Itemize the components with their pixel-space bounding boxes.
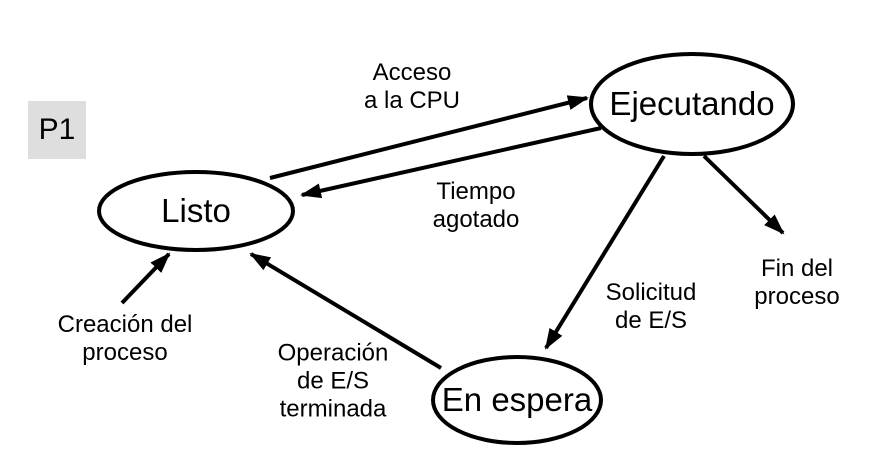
edge-label-operacion-es-terminada: Operación de E/S terminada (277, 339, 389, 422)
edge-label-acceso-cpu: Acceso a la CPU (363, 59, 461, 114)
edge-label-tiempo-agotado: Tiempo agotado (432, 178, 520, 233)
edge-creacion-proceso-arrow (120, 252, 171, 305)
edge-solicitud-es-arrow (544, 154, 666, 350)
edge-operacion-es-terminada-arrow (249, 252, 443, 370)
state-label-listo: Listo (161, 191, 231, 229)
state-ellipse-en-espera (431, 355, 603, 445)
state-ellipse-ejecutando (589, 52, 795, 156)
edge-label-creacion-proceso: Creación del proceso (57, 311, 193, 366)
edge-fin-proceso-arrow (702, 154, 785, 235)
state-label-ejecutando: Ejecutando (609, 84, 775, 122)
state-label-en-espera: En espera (441, 380, 593, 418)
edge-label-fin-proceso: Fin del proceso (754, 255, 840, 310)
edge-acceso-cpu-arrow (269, 95, 589, 180)
process-id-badge: P1 (28, 101, 86, 159)
state-ellipse-listo (97, 170, 295, 252)
edge-tiempo-agotado-arrow (300, 126, 602, 199)
edge-label-solicitud-es: Solicitud de E/S (605, 279, 697, 334)
